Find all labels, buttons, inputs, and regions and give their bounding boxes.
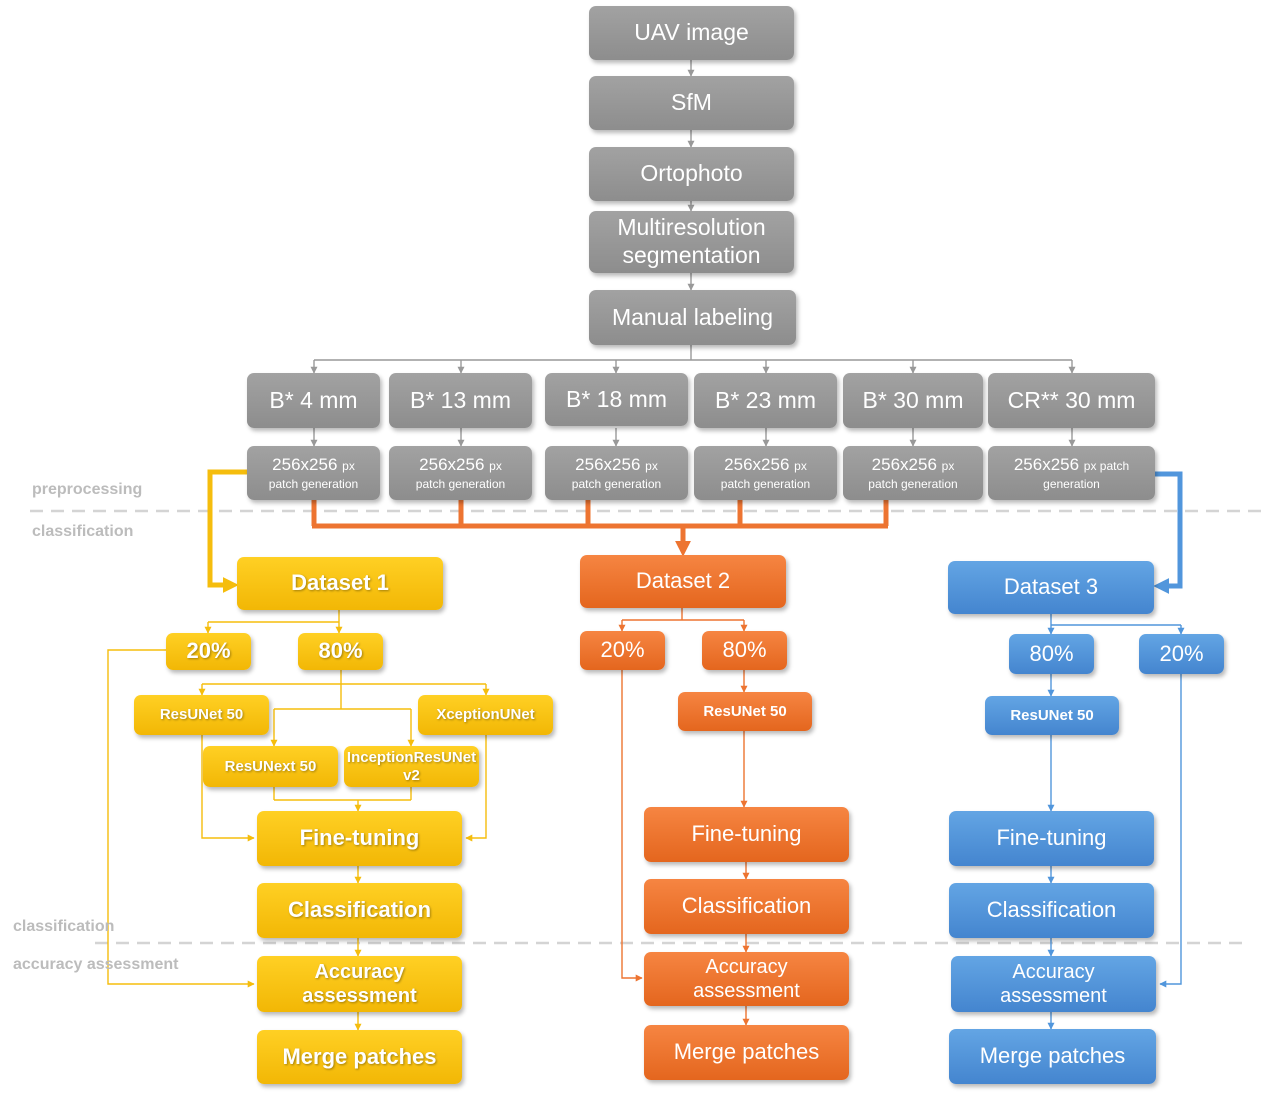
patch-unit: px patch (1083, 458, 1130, 473)
patch-size-line: 256x256 px patch (1014, 455, 1129, 475)
patch-size: 256x256 (575, 454, 641, 474)
node-resolution-cr-30mm: CR** 30 mm (988, 373, 1155, 428)
node-patch-generation: 256x256 px patch generation (389, 446, 532, 500)
node-dataset1-split-20: 20% (166, 633, 251, 670)
node-dataset3-split-20: 20% (1139, 634, 1224, 674)
node-dataset3-model-resunet50: ResUNet 50 (985, 696, 1119, 735)
node-dataset2-classification: Classification (644, 879, 849, 934)
patch-size: 256x256 (419, 454, 485, 474)
patch-size-line: 256x256 px (272, 455, 355, 475)
node-dataset-1: Dataset 1 (237, 557, 443, 610)
patch-size-line: 256x256 px (575, 455, 658, 475)
node-dataset3-classification: Classification (949, 883, 1154, 938)
stage-label-classification-bottom: classification (13, 918, 115, 935)
node-dataset3-split-80: 80% (1009, 634, 1094, 674)
patch-size-line: 256x256 px (419, 455, 502, 475)
patch-label: patch generation (415, 477, 506, 491)
patch-size: 256x256 (272, 454, 338, 474)
patch-label: patch generation (571, 477, 662, 491)
node-dataset2-accuracy-assessment: Accuracy assessment (644, 952, 849, 1006)
node-ortophoto: Ortophoto (589, 147, 794, 201)
stage-label-classification-top: classification (32, 523, 134, 540)
patch-unit: px (941, 458, 955, 473)
patch-size: 256x256 (1013, 454, 1080, 474)
patch-size: 256x256 (724, 454, 790, 474)
patch-label: patch generation (268, 477, 359, 491)
node-patch-generation: 256x256 px patch generation (247, 446, 380, 500)
node-resolution-b-30mm: B* 30 mm (843, 373, 983, 428)
stage-label-accuracy-assessment: accuracy assessment (13, 956, 179, 973)
patch-label: patch generation (720, 477, 811, 491)
node-model-xceptionunet: XceptionUNet (418, 695, 553, 735)
node-dataset1-split-80: 80% (298, 633, 383, 670)
patch-unit: px (794, 458, 807, 473)
node-dataset2-model-resunet50: ResUNet 50 (678, 692, 812, 731)
node-dataset3-fine-tuning: Fine-tuning (949, 811, 1154, 866)
patch-size-line: 256x256 px (724, 455, 807, 475)
node-sfm: SfM (589, 76, 794, 130)
node-dataset3-accuracy-assessment: Accuracy assessment (951, 956, 1156, 1012)
node-model-resunet50: ResUNet 50 (134, 695, 269, 735)
node-dataset1-fine-tuning: Fine-tuning (257, 811, 462, 866)
node-patch-generation: 256x256 px patch generation (694, 446, 837, 500)
patch-unit: px (645, 458, 658, 473)
node-dataset1-merge-patches: Merge patches (257, 1030, 462, 1084)
patch-label: patch generation (868, 477, 958, 491)
node-resolution-b-4mm: B* 4 mm (247, 373, 380, 428)
node-patch-generation: 256x256 px patch generation (545, 446, 688, 500)
patch-size-line: 256x256 px (872, 455, 955, 475)
patch-unit: px (489, 458, 502, 473)
patch-size: 256x256 (871, 454, 937, 474)
node-dataset2-merge-patches: Merge patches (644, 1025, 849, 1080)
node-dataset1-accuracy-assessment: Accuracy assessment (257, 956, 462, 1012)
node-resolution-b-18mm: B* 18 mm (545, 373, 688, 426)
node-dataset2-split-20: 20% (580, 631, 665, 670)
node-model-inceptionresunetv2: InceptionResUNet v2 (344, 746, 479, 787)
node-resolution-b-13mm: B* 13 mm (389, 373, 532, 428)
patch-unit: px (342, 458, 355, 473)
node-uav-image: UAV image (589, 6, 794, 60)
node-dataset2-split-80: 80% (702, 631, 787, 670)
stage-label-preprocessing: preprocessing (32, 481, 143, 498)
node-patch-generation: 256x256 px patch generation (843, 446, 983, 500)
node-manual-labeling: Manual labeling (589, 290, 796, 345)
patch-label: generation (1043, 477, 1100, 491)
node-dataset3-merge-patches: Merge patches (949, 1029, 1156, 1084)
node-multiresolution-segmentation: Multiresolution segmentation (589, 211, 794, 273)
node-resolution-b-23mm: B* 23 mm (694, 373, 837, 428)
node-dataset2-fine-tuning: Fine-tuning (644, 807, 849, 862)
node-dataset-2: Dataset 2 (580, 555, 786, 608)
node-patch-generation-cr: 256x256 px patch generation (988, 446, 1155, 500)
node-dataset1-classification: Classification (257, 883, 462, 938)
node-model-resunext50: ResUNext 50 (203, 746, 338, 787)
node-dataset-3: Dataset 3 (948, 561, 1154, 614)
